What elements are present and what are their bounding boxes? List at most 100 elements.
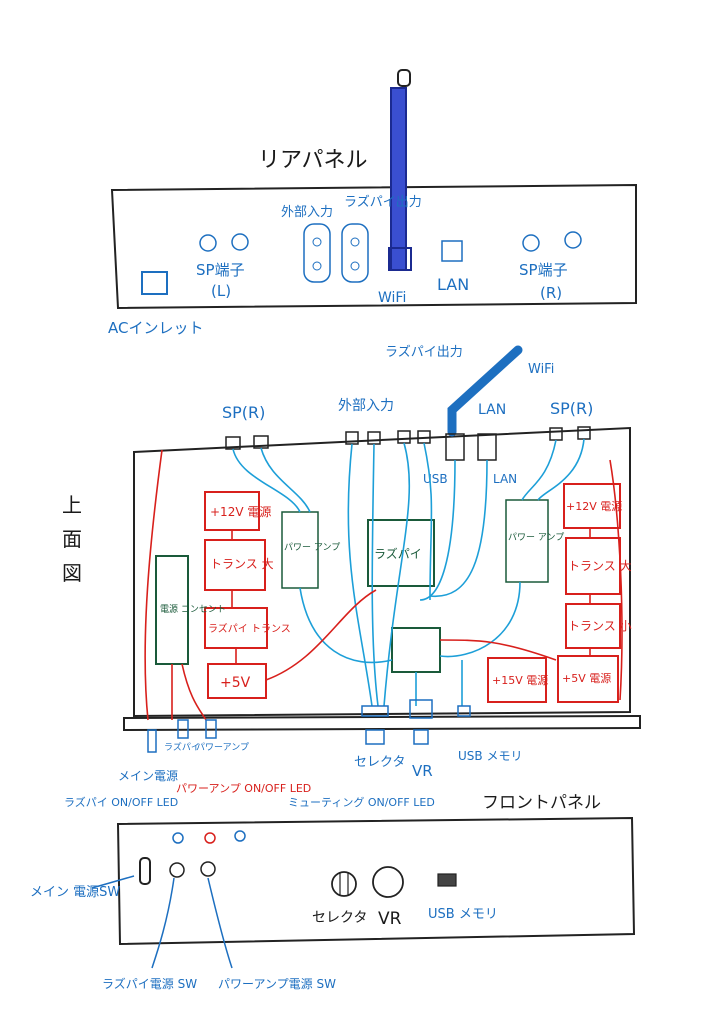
top-wifi-label: WiFi — [528, 362, 554, 377]
wifi-connector-icon — [388, 247, 412, 271]
rca-jack-icon — [350, 237, 360, 247]
vr-knob-icon — [413, 729, 429, 745]
top-lan-label: LAN — [478, 402, 506, 418]
selector-conn-icon — [361, 705, 389, 717]
rca-jack-icon — [312, 261, 322, 271]
top-sp-r-right-label: SP(R) — [550, 399, 593, 418]
top-external-in-label: 外部入力 — [338, 398, 394, 414]
lan-port-icon — [477, 433, 497, 461]
psu-15v-label: +15V 電源 — [492, 673, 548, 687]
power-wiring — [144, 449, 623, 721]
rear-external-in-label: 外部入力 — [281, 205, 333, 220]
vr-knob-icon — [372, 866, 404, 898]
raspi-power-switch-icon — [169, 862, 185, 878]
raspi-out-jack-icon — [341, 223, 369, 283]
front-usb-memory-label: USB メモリ — [428, 907, 498, 922]
amp-sw-leader — [207, 877, 233, 969]
label-vr: VR — [412, 762, 433, 780]
usb-conn-icon — [457, 705, 471, 717]
rear-panel-title: リアパネル — [258, 148, 368, 173]
sp-connector-icon — [549, 427, 563, 441]
front-panel-title: フロントパネル — [482, 793, 601, 813]
sp-terminal-icon — [522, 234, 540, 252]
usb-port-icon — [445, 433, 465, 461]
raspi-switch-conn-icon — [177, 719, 189, 739]
main-switch-conn-icon — [147, 729, 157, 753]
trans-big-right-label: トランス 大 — [568, 559, 632, 573]
raspi-label: ラズパイ — [374, 546, 422, 561]
top-antenna-icon — [447, 345, 523, 437]
top-view: 上 面 図 ラズパイ出力 WiFi 外部入力 SP(R) LAN SP(R) U… — [62, 344, 641, 783]
psu-12v-left-label: +12V 電源 — [210, 505, 271, 519]
selector-knob-icon — [365, 729, 385, 745]
front-raspi-led-label: ラズパイ ON/OFF LED — [64, 795, 178, 809]
label-main-power: メイン電源 — [118, 769, 178, 783]
main-power-switch-icon — [139, 857, 151, 885]
power-amp-right — [505, 499, 549, 583]
rca-connector-icon — [367, 431, 381, 445]
usb-slot-icon — [437, 873, 457, 887]
sp-connector-icon — [577, 426, 591, 440]
top-sp-r-left-label: SP(R) — [222, 403, 265, 422]
trans-small-label: トランス 小 — [568, 619, 632, 633]
mute-led-icon — [234, 830, 246, 842]
trans-small — [565, 603, 621, 649]
rca-jack-icon — [312, 237, 322, 247]
ac-inlet-icon — [141, 271, 168, 295]
vr-conn-icon — [409, 699, 433, 719]
top-lan2-label: LAN — [493, 472, 517, 486]
raspi-board — [367, 519, 435, 587]
front-main-sw-label: メイン 電源SW — [30, 885, 120, 900]
front-selector-label: セレクタ — [312, 910, 367, 926]
rear-panel-outline — [110, 183, 637, 310]
power-amp-left-label: パワー アンプ — [284, 542, 340, 553]
rear-sp-l-label: SP端子 — [196, 261, 245, 279]
front-edge — [123, 714, 641, 732]
rca-connector-icon — [397, 430, 411, 444]
amp-switch-conn-icon — [205, 719, 217, 739]
trans-big-left — [204, 539, 266, 591]
rear-panel: リアパネル 外部入力 ラズパイ出力 SP端子 (L) WiFi LAN SP端子… — [108, 69, 637, 337]
raspi-sw-leader — [151, 877, 175, 969]
amp-power-switch-icon — [200, 861, 216, 877]
raspi-led-icon — [172, 832, 184, 844]
top-title-1: 上 — [62, 493, 82, 517]
psu-15v — [487, 657, 547, 703]
front-vr-label: VR — [378, 909, 402, 929]
rear-ac-inlet-label: ACインレット — [108, 319, 203, 337]
trans-big-left-label: トランス 大 — [210, 557, 274, 571]
selector-module — [391, 627, 441, 673]
sp-terminal-icon — [564, 231, 582, 249]
top-title-3: 図 — [62, 561, 82, 585]
main-sw-leader — [91, 875, 135, 889]
amp-led-icon — [204, 832, 216, 844]
psu-12v-right — [563, 483, 621, 529]
label-selector: セレクタ — [354, 755, 405, 770]
rear-sp-r-sub: (R) — [540, 284, 562, 302]
front-amp-led-label: パワーアンプ ON/OFF LED — [176, 782, 311, 795]
label-raspi-sw: ラズパイ — [164, 741, 200, 753]
rear-raspi-out-label: ラズパイ出力 — [344, 194, 422, 210]
front-mute-led-label: ミューティング ON/OFF LED — [288, 795, 435, 809]
front-panel: ラズパイ ON/OFF LED パワーアンプ ON/OFF LED ミューティン… — [30, 782, 636, 991]
label-usb-memory: USB メモリ — [458, 749, 522, 763]
power-amp-right-label: パワー アンプ — [508, 532, 564, 543]
psu-5v-right — [557, 655, 619, 703]
front-amp-sw-label: パワーアンプ電源 SW — [218, 977, 336, 991]
front-raspi-sw-label: ラズパイ電源 SW — [102, 976, 197, 991]
raspi-trans-label: ラズパイ トランス — [208, 622, 291, 635]
psu-12v-right-label: +12V 電源 — [566, 499, 622, 513]
top-title-2: 面 — [62, 527, 82, 551]
sp-terminal-icon — [199, 234, 217, 252]
power-strip-label: 電源 コンセント — [160, 604, 226, 615]
lan-port-icon — [441, 240, 463, 262]
rear-sp-l-sub: (L) — [211, 282, 231, 300]
selector-knob-icon — [331, 871, 357, 897]
rear-sp-r-label: SP端子 — [519, 261, 568, 279]
top-raspi-out-label: ラズパイ出力 — [385, 344, 463, 360]
external-in-jack-icon — [303, 223, 331, 283]
signal-wiring — [232, 438, 585, 707]
sp-terminal-icon — [231, 233, 249, 251]
psu-5v-left-label: +5V — [220, 675, 251, 691]
